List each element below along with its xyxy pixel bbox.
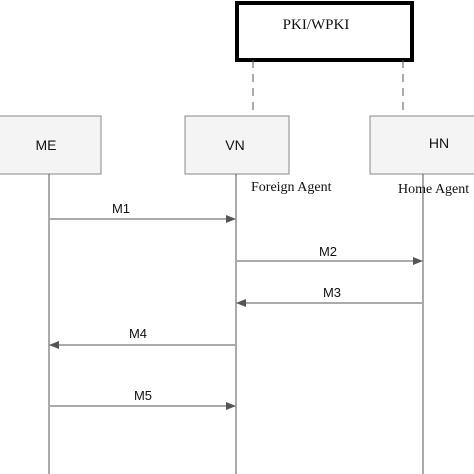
node-vn: VN	[184, 115, 290, 175]
message-m2: M2	[237, 244, 423, 265]
message-m4: M4	[49, 326, 235, 349]
message-m3-label: M3	[323, 285, 341, 300]
node-hn-label: HN	[429, 135, 449, 151]
pki-label: PKI/WPKI	[283, 17, 350, 33]
message-m2-label: M2	[319, 244, 337, 259]
node-me: ME	[0, 115, 102, 175]
message-m1-label: M1	[112, 201, 130, 216]
hn-role-label: Home Agent	[398, 182, 469, 197]
message-m3: M3	[236, 285, 422, 307]
message-m5: M5	[50, 388, 236, 410]
node-me-box	[0, 115, 102, 175]
node-vn-box	[184, 115, 290, 175]
message-m4-label: M4	[129, 326, 147, 341]
pki-box: PKI/WPKI	[235, 1, 414, 62]
node-vn-label: VN	[225, 137, 244, 153]
vn-role-label: Foreign Agent	[251, 180, 332, 195]
node-hn: HN	[369, 115, 474, 175]
message-m5-label: M5	[134, 388, 152, 403]
message-m1: M1	[50, 201, 236, 223]
node-me-label: ME	[36, 137, 57, 153]
pki-box-border	[235, 1, 414, 62]
node-hn-box	[369, 115, 474, 175]
